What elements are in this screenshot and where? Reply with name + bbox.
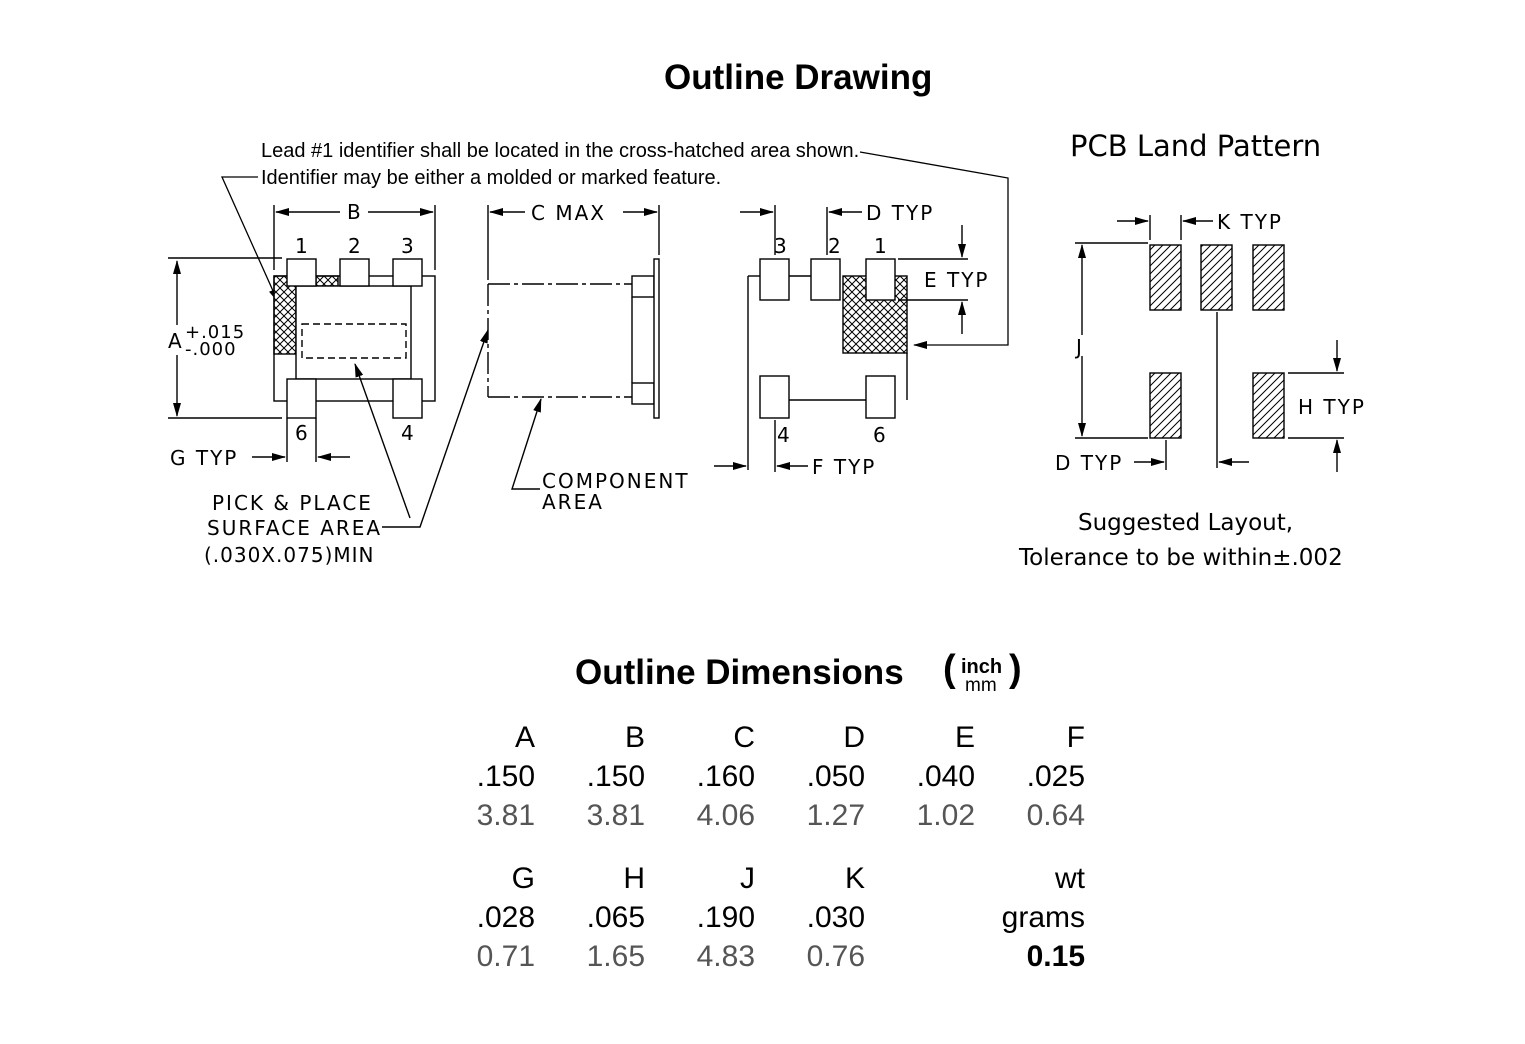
- unit-inch: inch: [961, 656, 1003, 678]
- pcb-dim-label-j: J: [1074, 335, 1084, 359]
- dim-inch-value: .150: [586, 759, 645, 793]
- dim-mm-value: 4.83: [696, 939, 755, 973]
- dim-label-g-typ: G TYP: [170, 446, 238, 470]
- dim-label-f-typ: F TYP: [812, 455, 876, 479]
- dim-header: [865, 859, 975, 898]
- dim-inch-value: .025: [1026, 759, 1085, 793]
- dim-label-e-typ: E TYP: [924, 268, 990, 292]
- dim-header: E: [954, 720, 975, 754]
- pick-place-label: PICK & PLACE: [212, 491, 373, 515]
- outline-dimensions-table: A B C D E F .150 .150 .160 .050 .040 .02…: [425, 718, 1085, 976]
- pin-label: 4: [777, 423, 792, 447]
- dim-mm-value: 0.76: [806, 939, 865, 973]
- dim-mm-value: 1.65: [586, 939, 645, 973]
- dim-header: D: [843, 720, 865, 754]
- lead-identifier-note-2: Identifier may be either a molded or mar…: [261, 167, 721, 189]
- dim-inch-value: .040: [916, 759, 975, 793]
- unit-indicator: ( inch mm ): [943, 648, 1027, 696]
- pin-label: 2: [828, 234, 843, 258]
- weight-value: 0.15: [1026, 939, 1085, 973]
- dim-inch-value: .028: [476, 900, 535, 934]
- dim-mm-value: 4.06: [696, 798, 755, 832]
- dim-inch-value: .160: [696, 759, 755, 793]
- dim-mm-value: 1.27: [806, 798, 865, 832]
- bottom-view: [714, 205, 968, 472]
- dim-header: G: [511, 861, 535, 895]
- dim-inch-value: .065: [586, 900, 645, 934]
- dim-label-c-max: C MAX: [531, 201, 606, 225]
- pcb-land-pattern-title: PCB Land Pattern: [1070, 129, 1321, 163]
- unit-mm: mm: [965, 675, 997, 696]
- dim-mm-value: 1.02: [916, 798, 975, 832]
- pcb-land-pattern-diagram: [1075, 215, 1344, 472]
- component-area-label: COMPONENT: [542, 469, 690, 493]
- dim-label-b: B: [347, 200, 363, 224]
- dim-mm-value: 3.81: [586, 798, 645, 832]
- dim-inch-value: [865, 898, 975, 937]
- table-row: A B C D E F: [425, 718, 1085, 757]
- dim-header: F: [1066, 720, 1085, 754]
- dim-inch-value: .150: [476, 759, 535, 793]
- dim-mm-value: 0.64: [1026, 798, 1085, 832]
- pin-label: 2: [348, 234, 363, 258]
- pcb-dim-label-h-typ: H TYP: [1298, 395, 1366, 419]
- dim-header: A: [514, 720, 535, 754]
- dim-label-d-typ: D TYP: [866, 201, 934, 225]
- outline-dimensions-title: Outline Dimensions: [575, 653, 904, 692]
- dim-header: K: [844, 861, 865, 895]
- pin-label: 3: [774, 234, 789, 258]
- component-area-label: AREA: [542, 490, 604, 514]
- note-leaders: [220, 151, 1009, 349]
- pin-label: 3: [401, 234, 416, 258]
- weight-header: wt: [1055, 861, 1085, 895]
- dim-header: J: [740, 861, 755, 895]
- pin-label: 6: [873, 423, 888, 447]
- pcb-dim-label-d-typ: D TYP: [1055, 451, 1123, 475]
- weight-unit: grams: [1001, 900, 1085, 934]
- dim-mm-value: 0.71: [476, 939, 535, 973]
- outline-drawing-diagram: Lead #1 identifier shall be located in t…: [168, 129, 1366, 571]
- table-row: 3.81 3.81 4.06 1.27 1.02 0.64: [425, 796, 1085, 835]
- pin-label: 1: [874, 234, 889, 258]
- pcb-caption-line-1: Suggested Layout,: [1078, 510, 1293, 536]
- dim-mm-value: 3.81: [476, 798, 535, 832]
- pcb-caption-line-2: Tolerance to be within±.002: [1018, 545, 1343, 571]
- dim-header: B: [624, 720, 645, 754]
- dim-header: C: [733, 720, 755, 754]
- top-view: [168, 205, 489, 528]
- lead-identifier-note-1: Lead #1 identifier shall be located in t…: [261, 140, 859, 162]
- table-row: .028 .065 .190 .030 grams: [425, 898, 1085, 937]
- pin-label: 4: [401, 421, 416, 445]
- pick-place-label: (.030X.075)MIN: [204, 543, 374, 567]
- unit-paren-right: ): [1009, 648, 1022, 690]
- pin-label: 1: [295, 234, 310, 258]
- dim-header: H: [623, 861, 645, 895]
- dim-label-a: A: [168, 329, 184, 353]
- pick-place-label: SURFACE AREA: [207, 516, 382, 540]
- dim-inch-value: .030: [806, 900, 865, 934]
- dim-inch-value: .190: [696, 900, 755, 934]
- outline-drawing-title: Outline Drawing: [664, 58, 933, 97]
- dim-label-a-plus-tol: +.015: [185, 322, 245, 343]
- dim-label-a-minus-tol: -.000: [185, 339, 237, 360]
- unit-paren-left: (: [943, 648, 956, 690]
- dim-mm-value: [865, 937, 975, 976]
- table-row: .150 .150 .160 .050 .040 .025: [425, 757, 1085, 796]
- table-row: G H J K wt: [425, 859, 1085, 898]
- pcb-dim-label-k-typ: K TYP: [1217, 210, 1283, 234]
- table-row: 0.71 1.65 4.83 0.76 0.15: [425, 937, 1085, 976]
- top-view-labels: B 1 2 3 6 4 A +.015 -.000 G TYP PICK & P…: [168, 200, 416, 567]
- dim-inch-value: .050: [806, 759, 865, 793]
- pin-label: 6: [295, 421, 310, 445]
- side-view: [487, 205, 660, 490]
